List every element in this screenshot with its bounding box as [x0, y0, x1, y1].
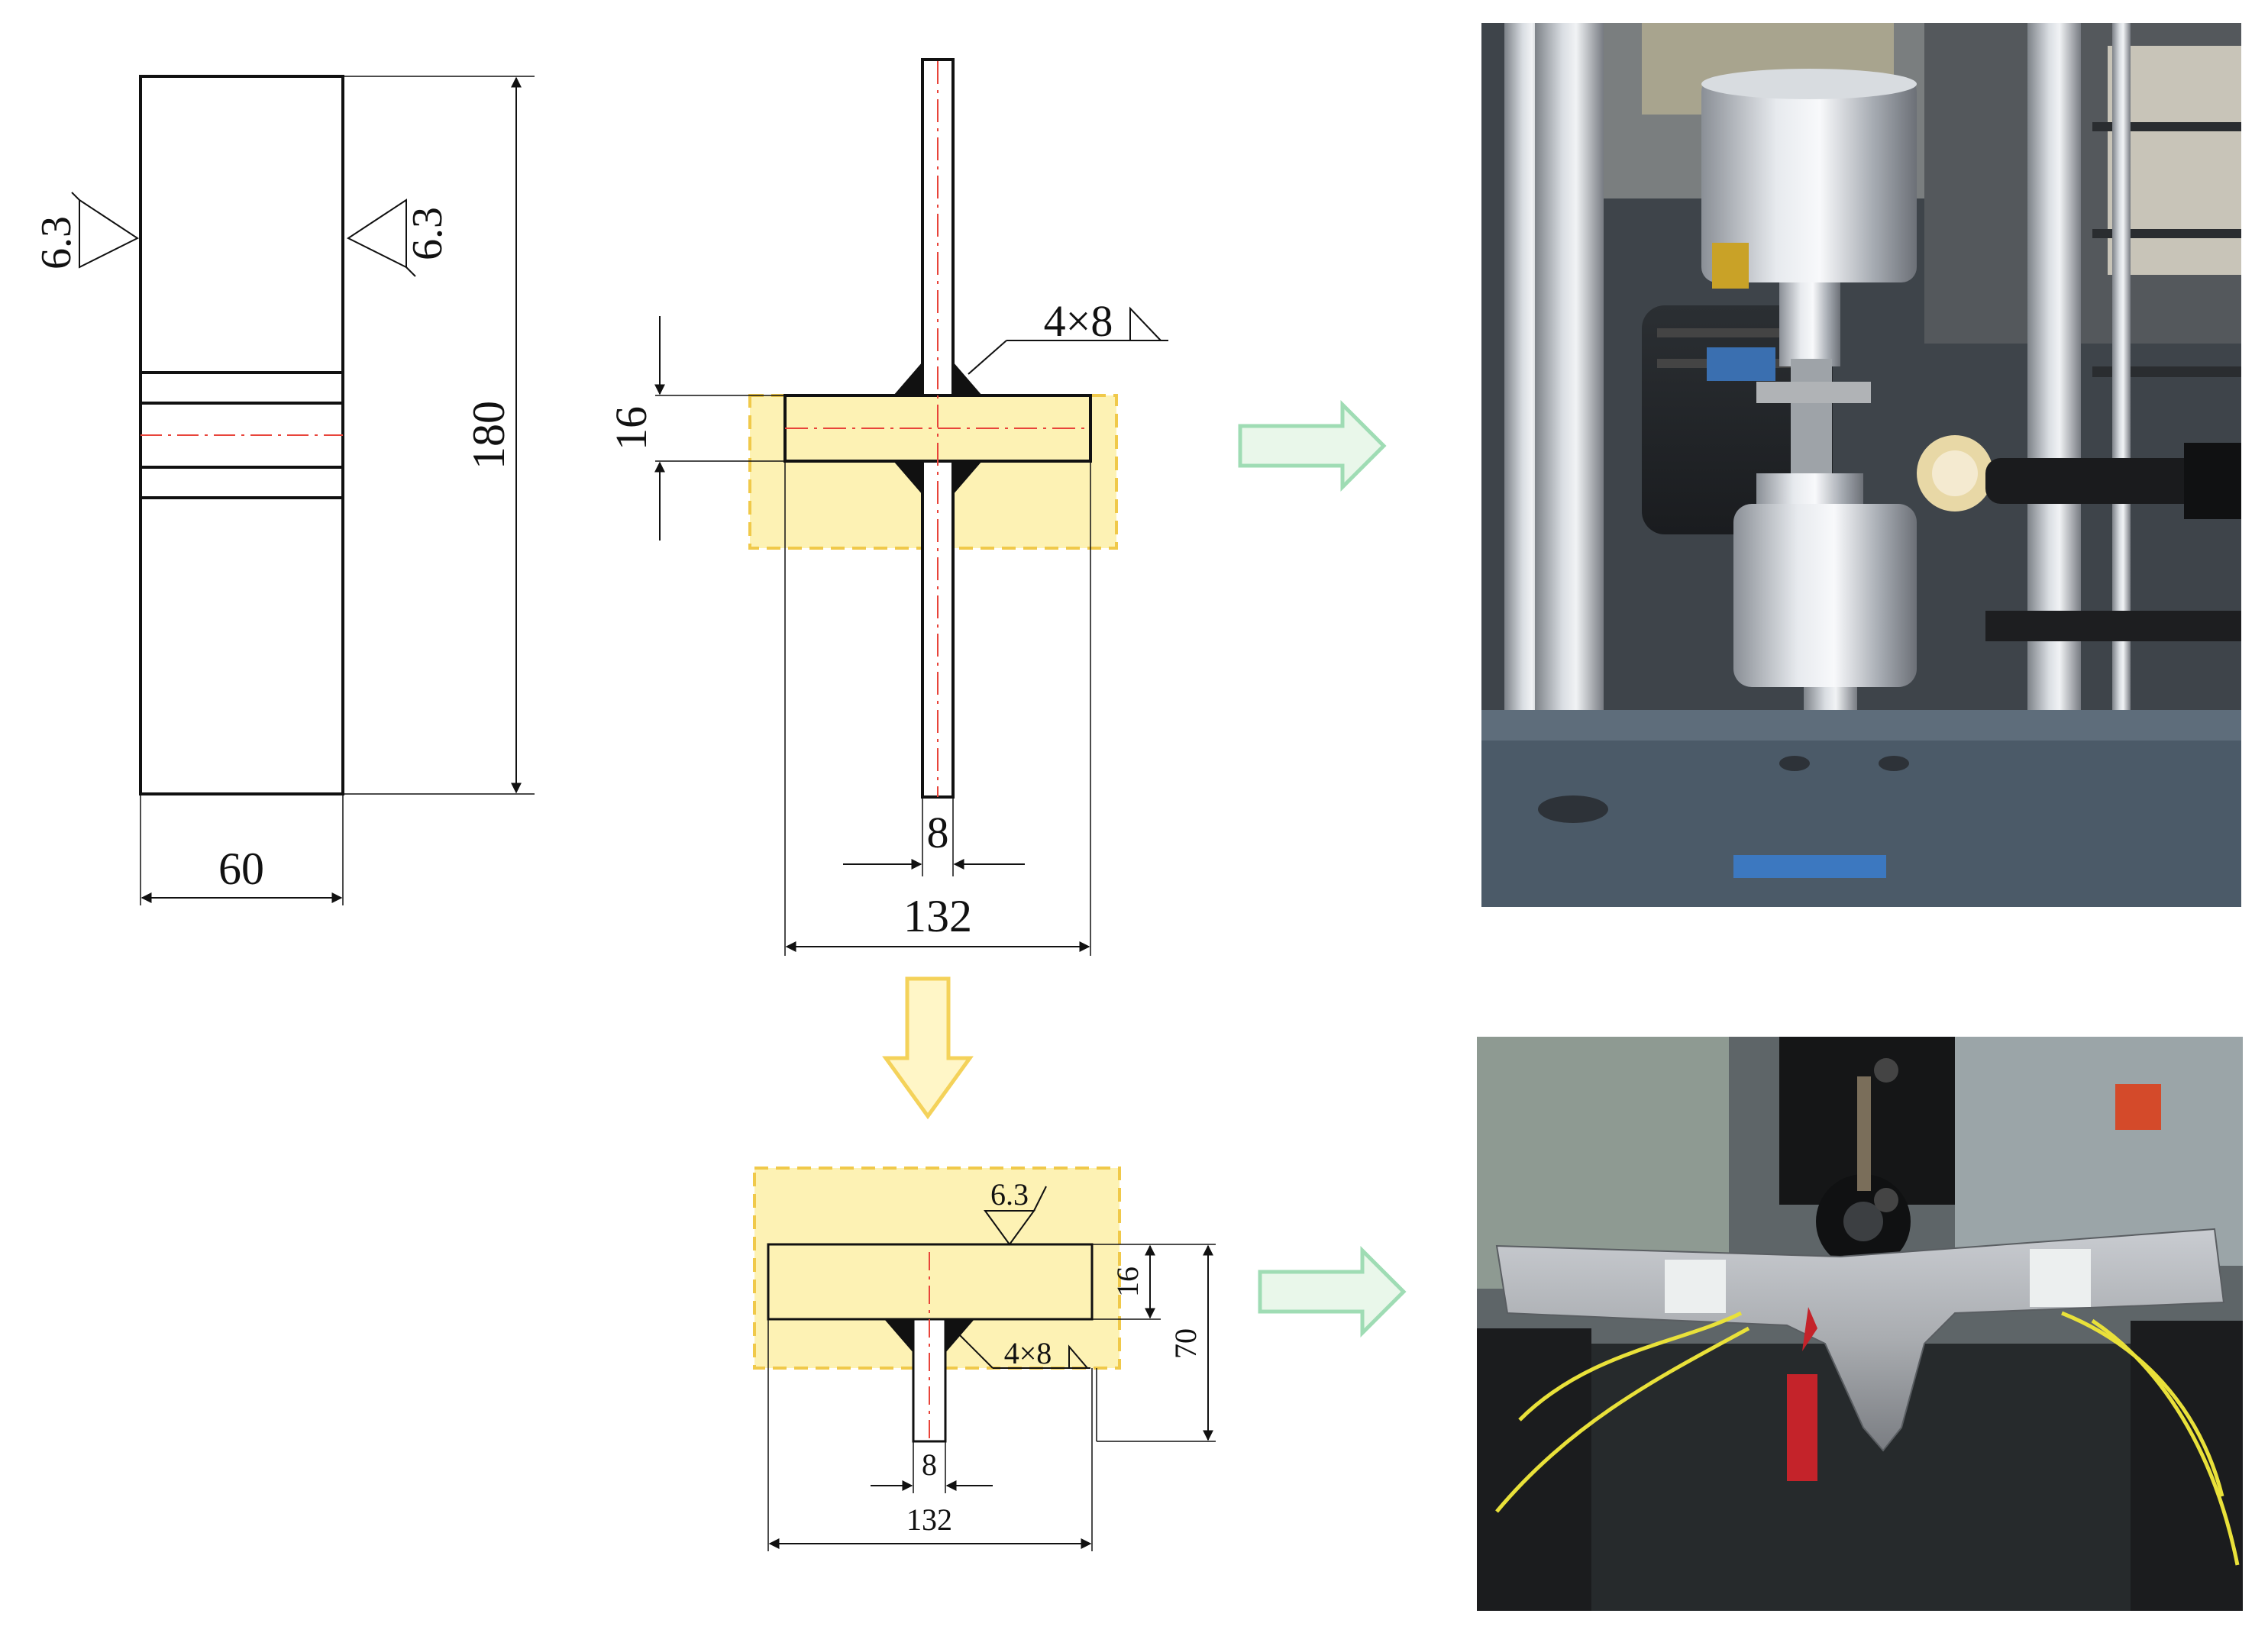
weld-fillet — [953, 461, 982, 495]
cross-joint-plate-thickness-label: 16 — [606, 406, 656, 450]
side-view-width-label: 60 — [218, 844, 264, 894]
roughness-leader — [1033, 1186, 1047, 1212]
roughness-symbol-top — [984, 1210, 1035, 1246]
weld-fillet — [953, 362, 982, 395]
weld-fillet — [893, 461, 922, 495]
cross-joint-weld-label: 4×8 — [1044, 296, 1113, 346]
side-view-drawing: 180 60 6.3 6.3 — [33, 75, 535, 905]
fillet-weld-symbol — [1068, 1344, 1088, 1369]
roughness-symbol-right: 6.3 — [347, 198, 451, 277]
down-arrow-icon — [882, 976, 974, 1120]
t-joint-weld-label: 4×8 — [1004, 1336, 1052, 1370]
cross-joint-attachment-thickness-label: 8 — [927, 808, 949, 857]
weld-fillet — [893, 362, 922, 395]
roughness-value-left: 6.3 — [33, 216, 80, 269]
side-view-height-label: 180 — [464, 401, 514, 470]
right-arrow-icon — [1238, 399, 1387, 492]
cross-joint-drawing: 4×8 16 8 132 — [606, 58, 1168, 956]
t-joint-attachment-thickness-label: 8 — [922, 1447, 937, 1482]
bending-test-photo — [1477, 1037, 2243, 1611]
t-joint-roughness-label: 6.3 — [990, 1177, 1029, 1212]
t-joint-drawing: 6.3 4×8 16 70 8 132 — [753, 1167, 1216, 1551]
cross-joint-width-label: 132 — [903, 891, 972, 941]
roughness-value-right: 6.3 — [404, 207, 451, 260]
roughness-symbol-left: 6.3 — [33, 192, 139, 269]
weld-fillet — [884, 1319, 913, 1353]
t-joint-plate-thickness-label: 16 — [1110, 1267, 1145, 1297]
tensile-test-photo — [1481, 23, 2241, 907]
weld-leader-line — [968, 340, 1007, 375]
fillet-weld-symbol — [1129, 306, 1161, 341]
t-joint-width-label: 132 — [906, 1502, 952, 1537]
right-arrow-icon — [1258, 1245, 1407, 1338]
weld-leader-line — [958, 1334, 993, 1369]
t-joint-height-label: 70 — [1168, 1328, 1203, 1359]
